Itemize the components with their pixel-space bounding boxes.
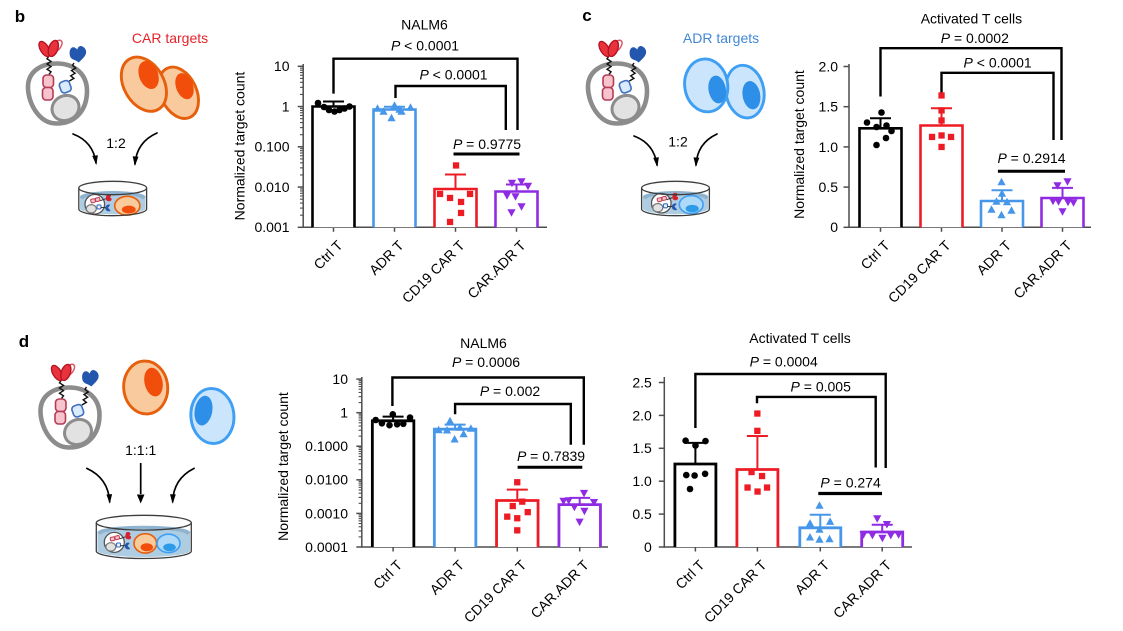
svg-text:P = 0.274: P = 0.274	[820, 475, 881, 491]
svg-text:0.010: 0.010	[254, 179, 289, 195]
svg-text:0: 0	[830, 219, 838, 235]
svg-text:10: 10	[274, 58, 290, 74]
svg-text:Normalized target count: Normalized target count	[231, 72, 247, 221]
svg-text:P < 0.0001: P < 0.0001	[964, 55, 1032, 71]
svg-text:0: 0	[644, 539, 652, 555]
svg-text:1:2: 1:2	[106, 135, 126, 151]
svg-text:P < 0.0001: P < 0.0001	[419, 67, 487, 83]
svg-text:d: d	[19, 332, 29, 351]
svg-text:P = 0.002: P = 0.002	[480, 383, 541, 399]
svg-text:Activated T cells: Activated T cells	[921, 11, 1022, 27]
svg-text:0.0010: 0.0010	[305, 505, 348, 521]
svg-text:1.5: 1.5	[819, 99, 839, 115]
svg-text:0.100: 0.100	[254, 139, 289, 155]
svg-text:1:2: 1:2	[668, 134, 688, 150]
svg-text:ADR targets: ADR targets	[683, 30, 759, 46]
svg-text:1.5: 1.5	[632, 440, 652, 456]
svg-text:CAR targets: CAR targets	[132, 30, 208, 46]
svg-text:NALM6: NALM6	[401, 17, 448, 33]
svg-text:1.0: 1.0	[819, 139, 839, 155]
svg-text:P = 0.2914: P = 0.2914	[997, 150, 1065, 166]
svg-text:P = 0.7839: P = 0.7839	[517, 448, 585, 464]
svg-text:0.0100: 0.0100	[305, 472, 348, 488]
svg-text:2.0: 2.0	[632, 407, 652, 423]
svg-text:1.0: 1.0	[632, 473, 652, 489]
svg-text:0.0001: 0.0001	[305, 539, 348, 555]
svg-text:P < 0.0001: P < 0.0001	[391, 37, 459, 53]
svg-text:Normalized target count: Normalized target count	[791, 70, 807, 219]
svg-text:P = 0.0006: P = 0.0006	[452, 354, 520, 370]
svg-text:P = 0.005: P = 0.005	[791, 379, 852, 395]
svg-text:P = 0.0004: P = 0.0004	[750, 354, 818, 370]
svg-text:1:1:1: 1:1:1	[125, 442, 156, 458]
svg-text:0.5: 0.5	[632, 506, 652, 522]
svg-text:Normalized target count: Normalized target count	[275, 392, 291, 541]
svg-text:0.1000: 0.1000	[305, 438, 348, 454]
svg-text:2.0: 2.0	[819, 58, 839, 74]
svg-text:0.5: 0.5	[819, 179, 839, 195]
svg-text:0.001: 0.001	[254, 219, 289, 235]
svg-text:1: 1	[340, 405, 348, 421]
svg-text:P = 0.9775: P = 0.9775	[453, 136, 521, 152]
svg-text:10: 10	[332, 371, 348, 387]
svg-text:b: b	[15, 7, 25, 26]
svg-text:c: c	[582, 6, 591, 25]
svg-text:Activated T cells: Activated T cells	[749, 330, 850, 346]
svg-text:2.5: 2.5	[632, 374, 652, 390]
svg-text:1: 1	[282, 99, 290, 115]
svg-text:NALM6: NALM6	[460, 335, 507, 351]
svg-text:P = 0.0002: P = 0.0002	[941, 30, 1009, 46]
